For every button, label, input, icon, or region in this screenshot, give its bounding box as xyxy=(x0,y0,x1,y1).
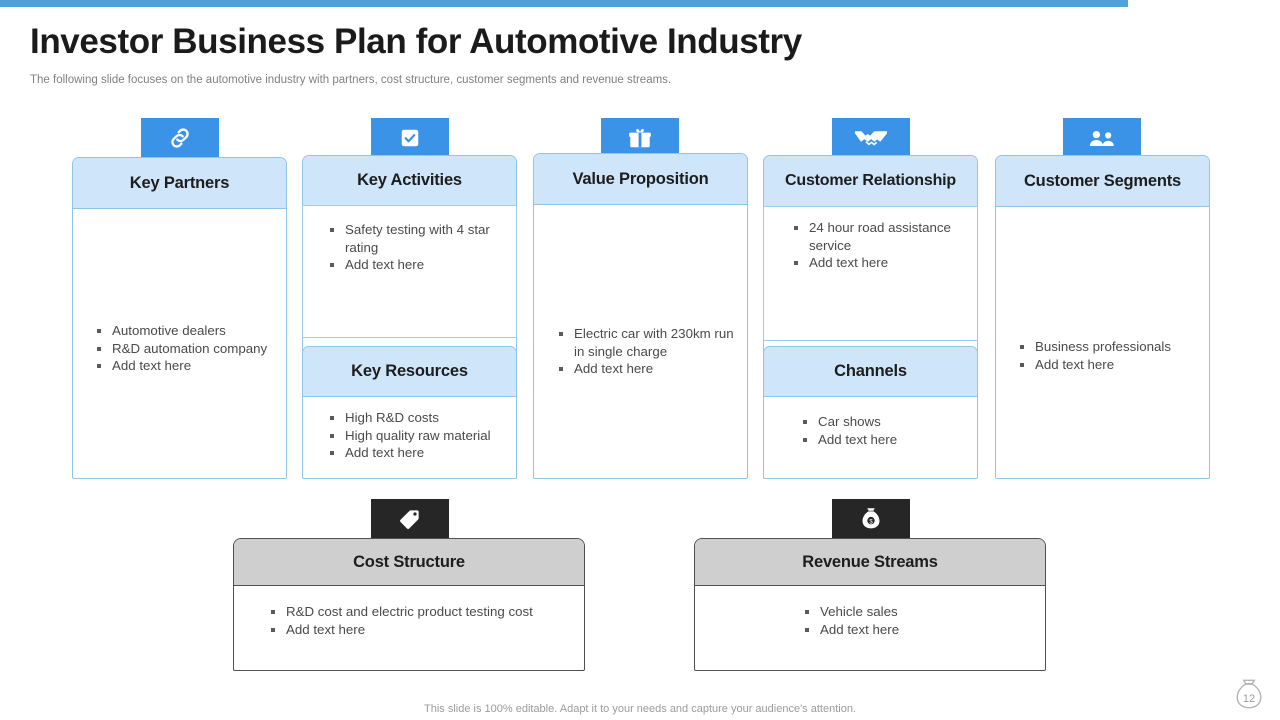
link-icon xyxy=(141,118,219,158)
bullet-list-channels: Car shows Add text here xyxy=(801,413,969,448)
price-tag-icon xyxy=(371,499,449,539)
card-key-resources[interactable]: Key Resources High R&D costs High qualit… xyxy=(302,346,517,479)
subbox-customer-relationship: 24 hour road assistance service Add text… xyxy=(763,206,978,341)
card-title-key-resources: Key Resources xyxy=(303,347,516,397)
list-item: Automotive dealers xyxy=(95,322,274,340)
bullet-list-customer-relationship: 24 hour road assistance service Add text… xyxy=(792,219,967,272)
card-body-value-proposition: Electric car with 230km run in single ch… xyxy=(534,205,747,478)
card-body-key-resources: High R&D costs High quality raw material… xyxy=(303,397,516,478)
list-item: Add text here xyxy=(801,431,969,449)
bullet-list-key-resources: High R&D costs High quality raw material… xyxy=(328,409,508,462)
two-people-icon xyxy=(1063,118,1141,158)
card-body-key-partners: Automotive dealers R&D automation compan… xyxy=(73,209,286,478)
list-item: High quality raw material xyxy=(328,427,508,445)
list-item: Add text here xyxy=(803,621,1033,639)
card-body-key-activities: Safety testing with 4 star rating Add te… xyxy=(302,205,517,478)
card-body-cost-structure: R&D cost and electric product testing co… xyxy=(234,586,584,672)
bullet-list-customer-segments: Business professionals Add text here xyxy=(1018,338,1201,373)
page-number: 12 xyxy=(1242,693,1256,705)
list-item: Add text here xyxy=(1018,356,1201,374)
card-value-proposition[interactable]: Value Proposition Electric car with 230k… xyxy=(533,153,748,479)
card-key-partners[interactable]: Key Partners Automotive dealers R&D auto… xyxy=(72,157,287,479)
card-title-customer-segments: Customer Segments xyxy=(996,156,1209,207)
card-body-revenue-streams: Vehicle sales Add text here xyxy=(695,586,1045,672)
list-item: 24 hour road assistance service xyxy=(792,219,967,254)
svg-text:$: $ xyxy=(869,520,873,526)
list-item: Add text here xyxy=(792,254,967,272)
card-title-cost-structure: Cost Structure xyxy=(234,539,584,586)
check-square-icon xyxy=(371,118,449,158)
money-bag-icon: $ xyxy=(832,499,910,539)
card-title-key-activities: Key Activities xyxy=(303,156,516,206)
subbox-key-activities: Safety testing with 4 star rating Add te… xyxy=(302,205,517,338)
list-item: Add text here xyxy=(328,444,508,462)
card-title-channels: Channels xyxy=(764,347,977,397)
card-body-channels: Car shows Add text here xyxy=(764,397,977,478)
list-item: High R&D costs xyxy=(328,409,508,427)
card-title-revenue-streams: Revenue Streams xyxy=(695,539,1045,586)
list-item: Add text here xyxy=(557,360,737,378)
list-item: Add text here xyxy=(328,256,506,274)
card-body-customer-segments: Business professionals Add text here xyxy=(996,207,1209,478)
footer-note: This slide is 100% editable. Adapt it to… xyxy=(424,703,856,715)
bullet-list-key-activities: Safety testing with 4 star rating Add te… xyxy=(328,221,506,274)
top-accent-bar xyxy=(0,0,1128,7)
card-revenue-streams[interactable]: Revenue Streams Vehicle sales Add text h… xyxy=(694,538,1046,671)
gift-icon xyxy=(601,118,679,158)
bullet-list-value-proposition: Electric car with 230km run in single ch… xyxy=(557,325,737,378)
bullet-list-revenue-streams: Vehicle sales Add text here xyxy=(803,603,1033,638)
card-channels[interactable]: Channels Car shows Add text here xyxy=(763,346,978,479)
card-title-value-proposition: Value Proposition xyxy=(534,154,747,205)
card-cost-structure[interactable]: Cost Structure R&D cost and electric pro… xyxy=(233,538,585,671)
list-item: Business professionals xyxy=(1018,338,1201,356)
list-item: R&D cost and electric product testing co… xyxy=(269,603,566,621)
list-item: Vehicle sales xyxy=(803,603,1033,621)
page-title: Investor Business Plan for Automotive In… xyxy=(30,22,802,61)
list-item: Safety testing with 4 star rating xyxy=(328,221,506,256)
bullet-list-cost-structure: R&D cost and electric product testing co… xyxy=(269,603,566,638)
handshake-icon xyxy=(832,118,910,158)
page-number-badge: 12 xyxy=(1230,676,1268,714)
list-item: R&D automation company xyxy=(95,340,274,358)
card-title-customer-relationship: Customer Relationship xyxy=(764,156,977,207)
card-body-customer-relationship: 24 hour road assistance service Add text… xyxy=(763,206,978,478)
list-item: Car shows xyxy=(801,413,969,431)
list-item: Electric car with 230km run in single ch… xyxy=(557,325,737,360)
list-item: Add text here xyxy=(269,621,566,639)
card-customer-segments[interactable]: Customer Segments Business professionals… xyxy=(995,155,1210,479)
bullet-list-key-partners: Automotive dealers R&D automation compan… xyxy=(95,322,274,375)
list-item: Add text here xyxy=(95,357,274,375)
page-subtitle: The following slide focuses on the autom… xyxy=(30,74,672,86)
card-title-key-partners: Key Partners xyxy=(73,158,286,209)
